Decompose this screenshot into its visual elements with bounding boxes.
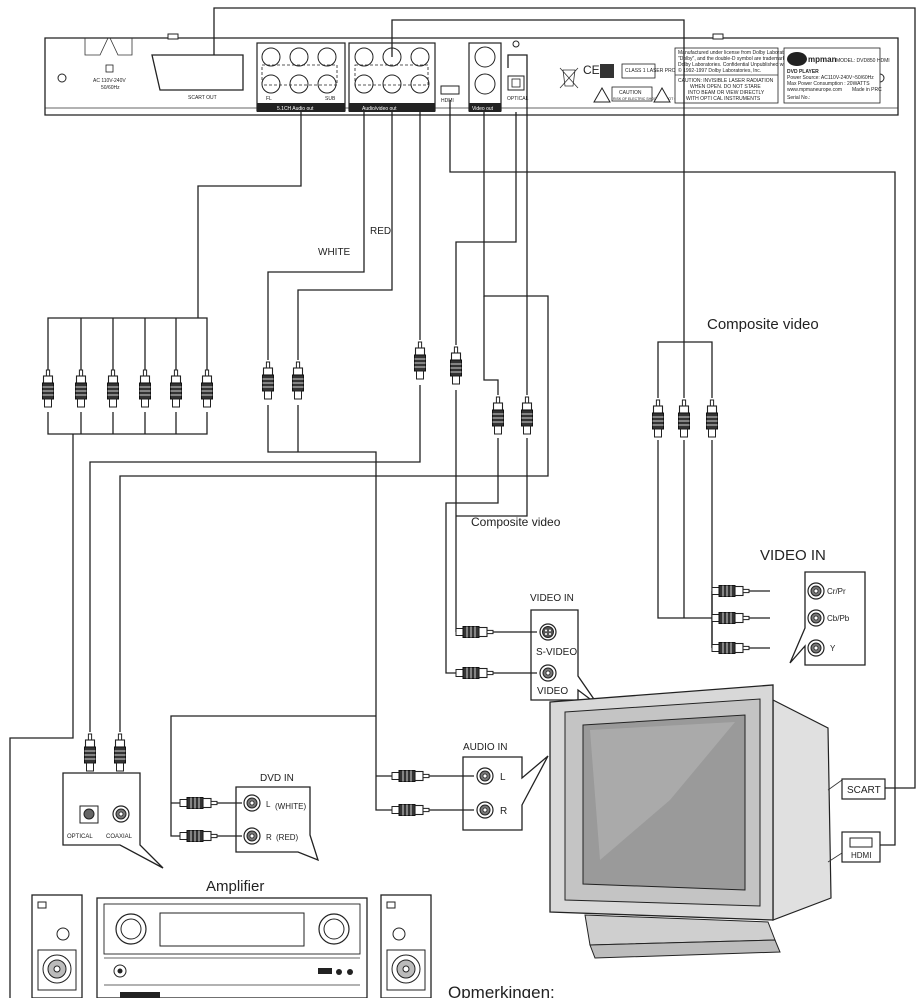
tv-scart-input: SCART [827,778,886,800]
audio-in-title: AUDIO IN [463,742,507,753]
caution-line-2: INTO BEAM OR VIEW DIRECTLY [688,90,765,96]
brand-label: mpman [808,55,837,64]
power-consumption: Max Power Consumption : 20WATTS [787,81,870,87]
rca-plug-group-component [651,399,719,438]
right-speaker [380,894,432,998]
audio-l-label: L [500,772,506,783]
television [549,684,832,959]
made-in: Made in PRC [852,87,882,93]
scart-label: SCART [847,785,881,796]
caution-line-3: WITH OPTI CAL INSTRUMENTS [686,96,761,102]
model-label: MODEL: DVD850 HDMI [836,58,890,64]
dolby-notice-4: © 1992-1997 Dolby Laboratories, Inc. [678,67,761,74]
notes-label: Opmerkingen: [448,983,555,998]
audio51-label: 5.1CH Audio out [277,106,314,112]
rca-plug-group-red-white [261,361,305,400]
amplifier [96,897,368,998]
red-label: RED [370,226,391,237]
serial: Serial No.: [787,95,810,101]
dvd-player-back-panel: AC 110V-240V 50/60Hz SCART OUT FL SUB 5.… [44,33,899,116]
cbpb-label: Cb/Pb [827,614,850,623]
weee-bin-icon [559,67,579,89]
laser-triangle-icon [653,86,671,103]
dolby-notice-2: "Dolby", and the double-D symbol are tra… [678,56,794,62]
rca-plug-group-51ch [41,369,214,408]
left-speaker [31,894,83,998]
video-out-label: Video out [472,106,494,112]
caution-box-label: CAUTION [619,90,642,96]
rca-plug-group-composite-mid [491,396,534,435]
video-in-mid-title: VIDEO IN [530,593,574,604]
video-in-svideo-panel: VIDEO IN S-VIDEO VIDEO [455,593,599,706]
composite-video-top-label: Composite video [707,316,819,333]
audio-in-panel: AUDIO IN L R [391,742,549,831]
ce-mark: CE [583,63,600,77]
amplifier-title: Amplifier [206,878,264,895]
power-source: Power Source: AC110V-240V~50/60Hz [787,75,874,81]
hdmi-jack-label: HDMI [441,98,454,104]
scart-out-connector [151,54,244,91]
s-video-jack [539,623,557,641]
dvd-in-panel: DVD IN L (WHITE) R (RED) [179,773,320,862]
caution-title: CAUTION: INVISIBLE LASER RADIATION [678,78,774,84]
coaxial-label: COAXIAL [106,834,133,840]
video-in-right-title: VIDEO IN [760,547,826,564]
y-label: Y [830,644,836,653]
rca-plug-group-amplifier [83,733,127,772]
brand-logo-icon [787,52,807,66]
video-in-component-panel: VIDEO IN Cr/Pr Cb/Pb Y [711,547,866,666]
power-label: AC 110V-240V [93,78,126,84]
audio-51-out-block: FL SUB 5.1CH Audio out [256,42,346,112]
tv-hdmi-input: HDMI [827,831,881,863]
composite-video-mid-label: Composite video [471,515,561,529]
optical-label: OPTICAL [67,834,93,840]
dolby-notice-3: Dolby Laboratories. Confidential Unpubli… [678,62,794,68]
dvd-r-label: R [266,833,272,842]
video-label: VIDEO [537,686,568,697]
dvd-l-white-label: (WHITE) [275,802,306,811]
hdmi-label: HDMI [851,851,871,860]
audio-r-label: R [500,806,507,817]
rca-plug-group-coaxial [413,341,463,385]
av-out-label: Audio/video out [362,106,397,112]
optical-coaxial-panel: OPTICAL COAXIAL [62,772,164,869]
product-label: DVD PLAYER [787,69,819,75]
cables [9,7,916,998]
crpr-label: Cr/Pr [827,587,846,596]
video-out-block: Video out [468,42,502,112]
amplifier-display [159,912,305,947]
caution-line-1: WHEN OPEN. DO NOT STARE [690,84,761,90]
power-freq: 50/60Hz [101,85,120,91]
s-video-label: S-VIDEO [536,647,577,658]
warning-triangle-icon [593,86,611,103]
white-label: WHITE [318,247,351,258]
class1-label: CLASS 1 LASER PRODUCT [625,68,689,74]
dvd-l-label: L [266,800,271,809]
dvd-in-title: DVD IN [260,773,294,784]
audio51-fl-label: FL [266,96,272,102]
caution-sub-label: RISK OF ELECTRIC SHOCK DO NOT OPEN [613,97,685,101]
scart-out-label: SCART OUT [188,95,217,101]
dvd-r-red-label: (RED) [276,833,299,842]
dolby-notice-1: Manufactured under license from Dolby La… [678,50,796,56]
website: www.mpmaneurope.com [787,87,842,93]
optical-jack-label: OPTICAL [507,96,529,102]
certification-icon [600,64,614,78]
audio51-sub-label: SUB [325,96,336,102]
